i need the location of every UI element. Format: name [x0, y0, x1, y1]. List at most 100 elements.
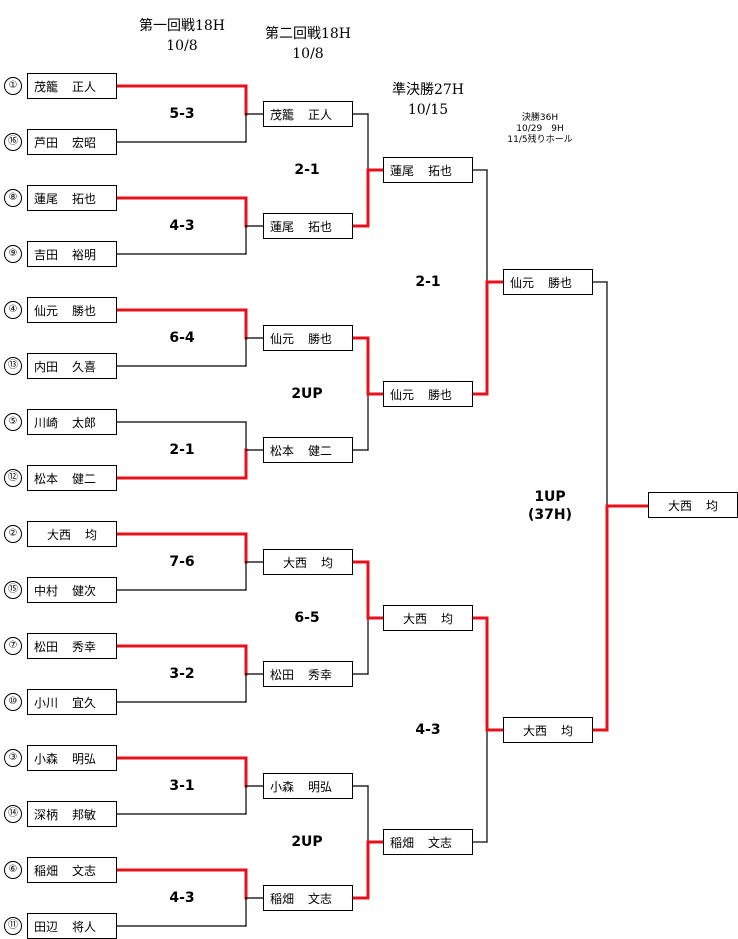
round2-player-box: 松田秀幸: [263, 661, 353, 687]
seed-number: ⑤: [4, 413, 22, 431]
player-family-name: 稲畑: [34, 864, 59, 878]
player-family-name: 蓮尾: [390, 164, 415, 178]
player-given-name: 正人: [72, 80, 97, 94]
champion-box: 大西均: [648, 492, 738, 518]
round1-score: 3-2: [169, 666, 195, 682]
player-given-name: 秀幸: [308, 668, 333, 682]
player-family-name: 大西: [402, 612, 427, 626]
player-given-name: 明弘: [308, 780, 333, 794]
player-given-name: 勝也: [428, 388, 453, 402]
player-given-name: 健二: [308, 444, 333, 458]
player-given-name: 宜久: [72, 696, 97, 710]
player-given-name: 太郎: [72, 416, 97, 430]
round1-player-box: 松本健二: [27, 465, 117, 491]
final-score-holes: (37H): [528, 507, 572, 523]
round2-header: 第二回戦18H 10/8: [244, 24, 372, 64]
round2-score: 2-1: [294, 162, 320, 178]
round2-player-box: 茂籠正人: [263, 101, 353, 127]
semi-score: 4-3: [415, 722, 441, 738]
round2-score: 2UP: [291, 834, 323, 850]
round1-player-box: 内田久喜: [27, 353, 117, 379]
round1-score: 7-6: [169, 554, 195, 570]
round1-player-box: 芦田宏昭: [27, 129, 117, 155]
player-family-name: 稲畑: [270, 892, 295, 906]
round1-date: 10/8: [166, 38, 198, 54]
seed-number: ⑫: [4, 469, 22, 487]
round1-score: 4-3: [169, 218, 195, 234]
round1-player-box: 中村健次: [27, 577, 117, 603]
round1-player-box: 小川宜久: [27, 689, 117, 715]
player-family-name: 小森: [270, 780, 295, 794]
semi-title: 準決勝27H: [391, 82, 465, 98]
player-family-name: 蓮尾: [34, 192, 59, 206]
round2-player-box: 仙元勝也: [263, 325, 353, 351]
player-given-name: 裕明: [72, 248, 97, 262]
round2-score: 6-5: [294, 610, 320, 626]
seed-number: ⑭: [4, 805, 22, 823]
round1-player-box: 蓮尾拓也: [27, 185, 117, 211]
player-given-name: 秀幸: [72, 640, 97, 654]
player-given-name: 均: [85, 528, 98, 542]
player-family-name: 仙元: [390, 388, 415, 402]
player-family-name: 吉田: [34, 248, 59, 262]
player-given-name: 文志: [72, 864, 97, 878]
player-given-name: 拓也: [72, 192, 97, 206]
round1-player-box: 松田秀幸: [27, 633, 117, 659]
player-given-name: 邦敏: [72, 808, 97, 822]
player-family-name: 仙元: [270, 332, 295, 346]
round1-player-box: 稲畑文志: [27, 857, 117, 883]
round1-player-box: 大西均: [27, 521, 117, 547]
round2-score: 2UP: [291, 386, 323, 402]
player-family-name: 茂籠: [34, 80, 59, 94]
player-family-name: 松本: [34, 472, 59, 486]
player-family-name: 大西: [522, 724, 547, 738]
round2-date: 10/8: [292, 46, 324, 62]
player-family-name: 松田: [270, 668, 295, 682]
semi-player-box: 蓮尾拓也: [383, 157, 473, 183]
round1-score: 5-3: [169, 106, 195, 122]
semi-player-box: 稲畑文志: [383, 829, 473, 855]
round1-score: 2-1: [169, 442, 195, 458]
player-given-name: 勝也: [548, 276, 573, 290]
player-given-name: 勝也: [308, 332, 333, 346]
player-family-name: 蓮尾: [270, 220, 295, 234]
player-family-name: 川崎: [34, 416, 59, 430]
round1-header: 第一回戦18H 10/8: [118, 16, 246, 56]
round1-player-box: 茂籠正人: [27, 73, 117, 99]
player-given-name: 均: [321, 556, 334, 570]
seed-number: ⑮: [4, 581, 22, 599]
seed-number: ⑯: [4, 133, 22, 151]
round1-player-box: 田辺将人: [27, 913, 117, 939]
round1-player-box: 小森明弘: [27, 745, 117, 771]
seed-number: ⑨: [4, 245, 22, 263]
seed-number: ⑬: [4, 357, 22, 375]
round1-player-box: 深柄邦敏: [27, 801, 117, 827]
seed-number: ⑧: [4, 189, 22, 207]
semi-player-box: 大西均: [383, 605, 473, 631]
champion-family: 大西: [667, 499, 692, 513]
player-given-name: 久喜: [72, 360, 97, 374]
semi-score: 2-1: [415, 274, 441, 290]
player-family-name: 芦田: [34, 136, 59, 150]
player-given-name: 拓也: [308, 220, 333, 234]
player-family-name: 小森: [34, 752, 59, 766]
seed-number: ④: [4, 301, 22, 319]
player-given-name: 文志: [308, 892, 333, 906]
semi-date: 10/15: [407, 102, 449, 118]
round1-player-box: 川崎太郎: [27, 409, 117, 435]
player-family-name: 仙元: [510, 276, 535, 290]
player-given-name: 将人: [72, 920, 97, 934]
player-given-name: 均: [441, 612, 454, 626]
seed-number: ⑩: [4, 693, 22, 711]
player-given-name: 明弘: [72, 752, 97, 766]
seed-number: ③: [4, 749, 22, 767]
player-family-name: 田辺: [34, 920, 59, 934]
player-given-name: 拓也: [428, 164, 453, 178]
round1-score: 6-4: [169, 330, 195, 346]
final-note: 11/5残りホール: [507, 135, 573, 145]
semi-player-box: 仙元勝也: [383, 381, 473, 407]
seed-number: ⑥: [4, 861, 22, 879]
round2-title: 第二回戦18H: [264, 26, 352, 42]
final-title: 決勝36H: [521, 113, 559, 123]
